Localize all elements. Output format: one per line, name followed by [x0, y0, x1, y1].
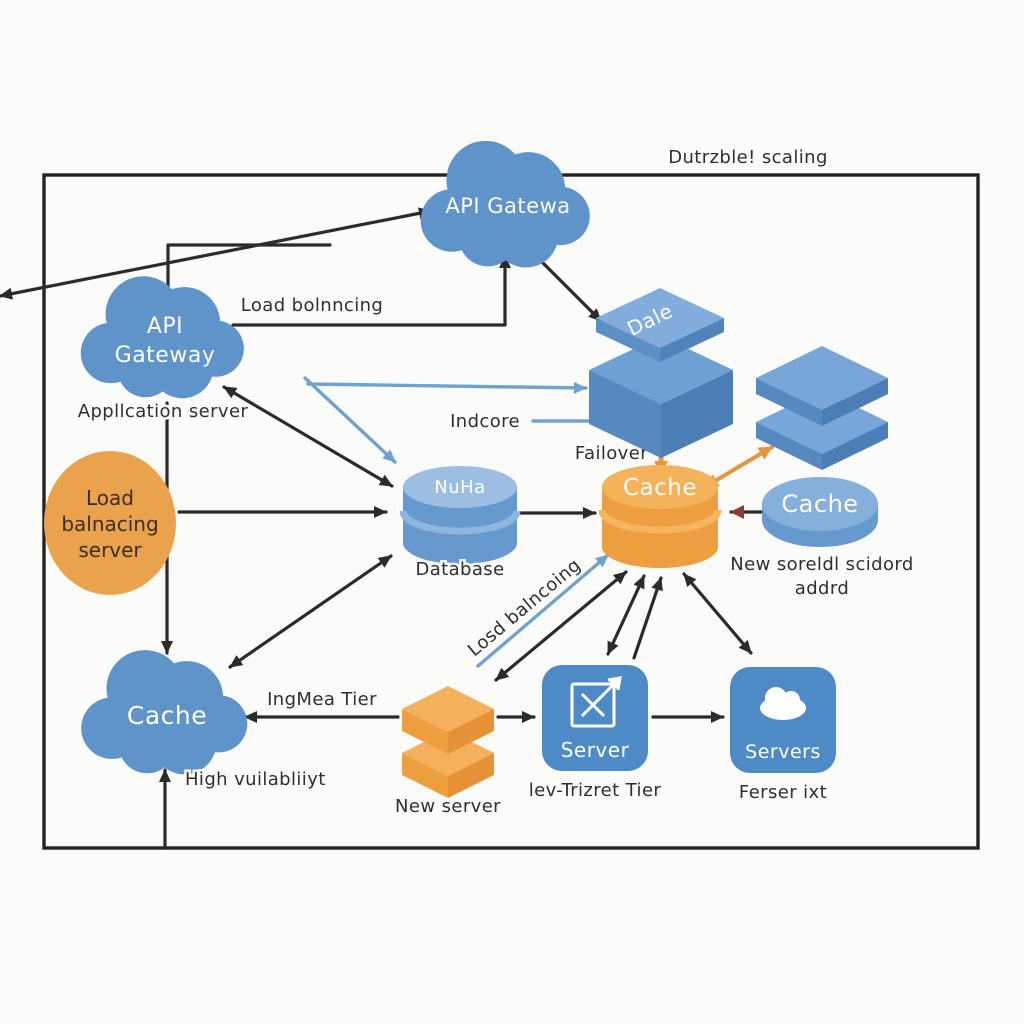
slab-top [756, 346, 888, 426]
node-label-line2: balnacing [61, 512, 158, 536]
arrow-blue-to-databox [306, 381, 588, 394]
arrows [0, 207, 774, 849]
arrow-cache-newserver [494, 570, 628, 682]
node-label-line1: API [147, 314, 183, 339]
node-label: Cache [623, 475, 697, 501]
label-failover: Failover [575, 443, 648, 464]
node-caption: Ferser ixt [739, 782, 827, 803]
box-right [661, 370, 733, 458]
arrow-failover-diagonal [703, 445, 774, 489]
arrow-blue-to-database [303, 376, 397, 464]
box-left [589, 370, 661, 458]
node-api-gateway-top: API Gatewa [420, 140, 590, 268]
node-cache-primary: Cache [598, 465, 722, 568]
node-label: Servers [745, 741, 821, 763]
cylinder-top [403, 466, 517, 508]
node-database: NuHa Database [399, 466, 521, 583]
arrow-gateway-databox [531, 251, 603, 323]
cloud-icon [760, 687, 806, 720]
cylinder-body [403, 487, 517, 564]
cylinder-top [602, 465, 718, 509]
arrow-serverbox-cache [632, 576, 663, 660]
arrow-cache-serverbox [606, 574, 646, 656]
node-data-box: Dale [589, 288, 733, 458]
node-caption-line2: addrd [795, 578, 849, 599]
label-indcore: Indcore [450, 411, 520, 432]
label-tier: IngMea Tier [267, 689, 377, 710]
cloud-shape [81, 650, 248, 775]
node-servers-box: Servers Ferser ixt [730, 667, 836, 806]
node-new-server: New server [393, 686, 503, 820]
frame-note: Dutrzble! scaling [668, 147, 828, 168]
rounded-square [542, 665, 648, 771]
node-caption-line1: New soreldl scidord [730, 554, 913, 575]
node-label: Cache [781, 490, 858, 518]
node-label: API Gatewa [445, 194, 570, 218]
arrow-database-cachecloud [228, 554, 393, 669]
label-load-balancing-top: Load bolnncing [241, 295, 384, 316]
node-caption: lev-Trizret Tier [529, 780, 662, 801]
cylinder-band [399, 510, 521, 535]
node-label: NuHa [434, 477, 485, 498]
node-caption: New server [395, 796, 501, 817]
node-label: Cache [127, 701, 207, 730]
node-label-line3: server [78, 538, 142, 562]
node-cache-cloud: Cache High vuilabliiyt [81, 650, 328, 793]
cylinder-band [598, 509, 722, 534]
cube-top [402, 686, 494, 754]
arrow-gateways-diagonal [0, 207, 433, 300]
ellipse-shape [44, 451, 176, 595]
arrow-load-balancing-top [231, 254, 511, 327]
cloud-shape [420, 140, 590, 268]
node-label: Server [561, 738, 630, 762]
node-cache-replica: Cache New soreldl scidord addrd [728, 477, 916, 602]
node-server-box: Server lev-Trizret Tier [526, 665, 664, 804]
cloud-shape [80, 276, 244, 399]
lid-left [596, 318, 660, 362]
disk-top [762, 477, 878, 531]
node-caption: Appllcation server [78, 401, 249, 422]
arrow-gateway-database [222, 385, 394, 488]
node-storage-slabs [756, 346, 888, 470]
node-caption: High vuilabliiyt [185, 769, 326, 790]
lid-right [660, 318, 724, 362]
connector-elbow-top-left [166, 243, 332, 292]
node-label-line1: Load [86, 486, 134, 510]
arrow-cache-serversbox [682, 572, 753, 655]
node-api-gateway-left: API Gateway Appllcation server [75, 276, 251, 425]
node-label-line2: Gateway [115, 343, 216, 368]
node-caption: Database [415, 559, 504, 580]
transfer-icon [570, 676, 622, 728]
node-load-balancer: Load balnacing server [44, 451, 176, 595]
